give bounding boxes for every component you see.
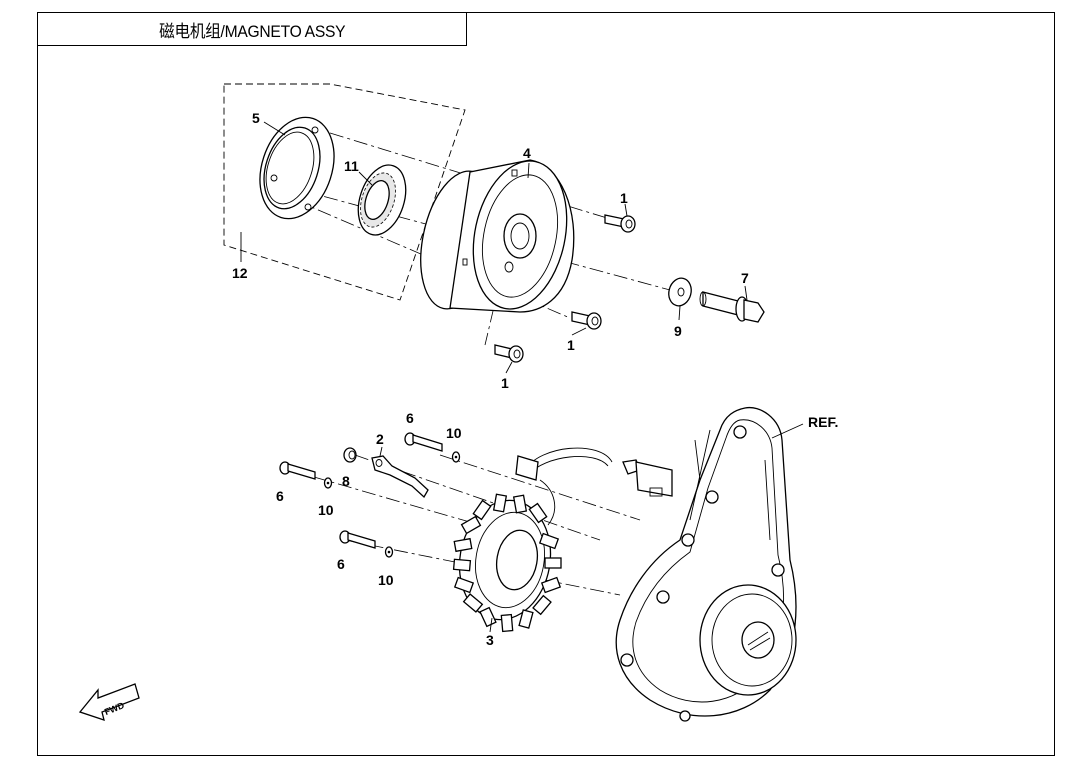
callout-2: 2 [376,431,384,447]
part-1-bolt-middle [571,311,602,330]
callout-10-left: 10 [318,502,334,518]
part-1-bolt-lower [494,344,524,363]
part-3-stator [452,447,673,633]
callout-6-top: 6 [406,410,414,426]
part-6-bolt-left [279,461,316,480]
part-10-washer-top [451,451,461,463]
drawing-frame [37,12,1055,756]
callout-ref: REF. [808,414,838,430]
part-8-grommet [343,447,357,463]
callout-8: 8 [342,473,350,489]
callout-10-top: 10 [446,425,462,441]
stator-teeth [452,493,562,633]
part-6-bolt-top [404,432,443,452]
callout-3: 3 [486,632,494,648]
title-box: 磁电机组/MAGNETO ASSY [37,12,467,46]
magneto-cover-reference [615,406,797,722]
fwd-arrow-icon: FWD [78,683,140,721]
part-4-flywheel-rotor [420,159,575,313]
callout-6-left: 6 [276,488,284,504]
callout-6-bottom: 6 [337,556,345,572]
callout-1-lower: 1 [501,375,509,391]
leader-lines [240,121,804,633]
callout-7: 7 [741,270,749,286]
callout-1-upper: 1 [620,190,628,206]
part-6-bolt-bottom [339,530,376,549]
part-7-flange-bolt [699,291,765,323]
callout-4: 4 [523,145,531,161]
part-1-bolt-upper [604,214,636,233]
callout-5: 5 [252,110,260,126]
part-11-one-way-clutch [357,164,407,236]
part-10-washer-bottom [384,546,394,558]
part-5-cover-ring [259,116,335,220]
part-10-washer-left [323,477,333,489]
callout-11: 11 [344,158,359,174]
page-title: 磁电机组/MAGNETO ASSY [158,21,346,41]
callout-1-middle: 1 [567,337,575,353]
callout-10-bottom: 10 [378,572,394,588]
part-9-washer [668,277,692,307]
callout-12: 12 [232,265,248,281]
callout-9: 9 [674,323,682,339]
part-2-wire-clamp [371,455,429,499]
